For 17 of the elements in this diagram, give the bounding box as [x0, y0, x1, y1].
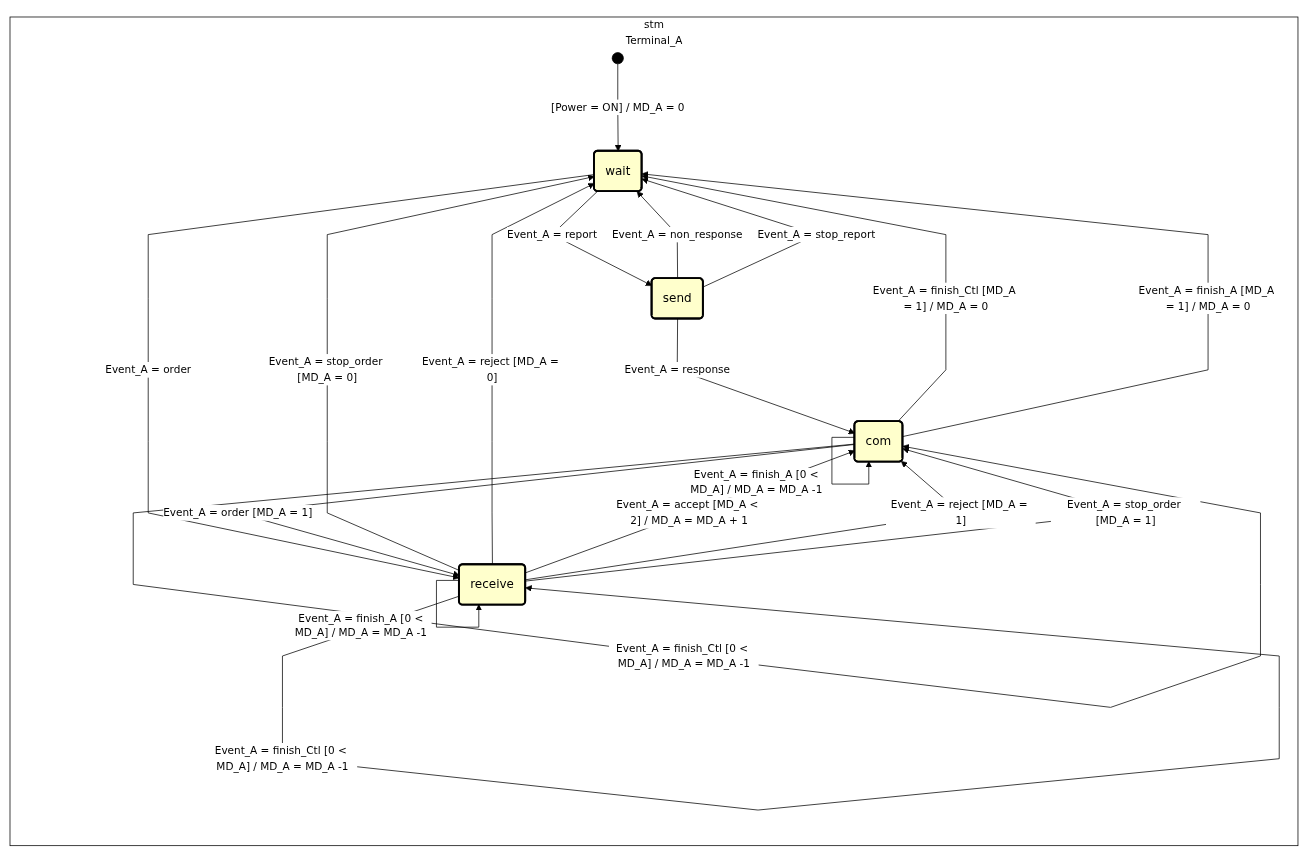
edge-label: Event_A = stop_order [MD_A = 1]: [1067, 498, 1181, 527]
edge-label: Event_A = response: [624, 363, 731, 376]
edge-label: Event_A = order [MD_A = 1]: [163, 506, 313, 519]
edge-label: Event_A = reject [MD_A = 0]: [422, 355, 559, 383]
edge-label: Event_A = reject [MD_A = 1]: [890, 498, 1028, 527]
edge-label: Event_A = non_response: [611, 227, 743, 240]
edge-label: Event_A = stop_order [MD_A = 0]: [268, 355, 383, 383]
edge-label: Event_A = order: [105, 363, 192, 376]
edge-label: [Power = ON] / MD_A = 0: [551, 100, 685, 113]
edge-label: Event_A = finish_Ctl [0 < MD_A] / MD_A = MD_A -1: [616, 641, 750, 670]
edge-label: Event_A = report: [507, 227, 598, 240]
edge-label: Event_A = finish_Ctl [0 < MD_A] / MD_A = MD_A -1: [214, 744, 349, 772]
edge-label: Event_A = accept [MD_A < 2] / MD_A = MD_A + 1: [616, 498, 759, 527]
edge-label: Event_A = finish_A [MD_A = 1] / MD_A = 0: [1138, 283, 1275, 312]
edge-label: Event_A = stop_report: [757, 227, 876, 240]
node-circle: [611, 51, 624, 64]
edge-label: Event_A = finish_Ctl [MD_A = 1] / MD_A = 0: [872, 283, 1016, 312]
